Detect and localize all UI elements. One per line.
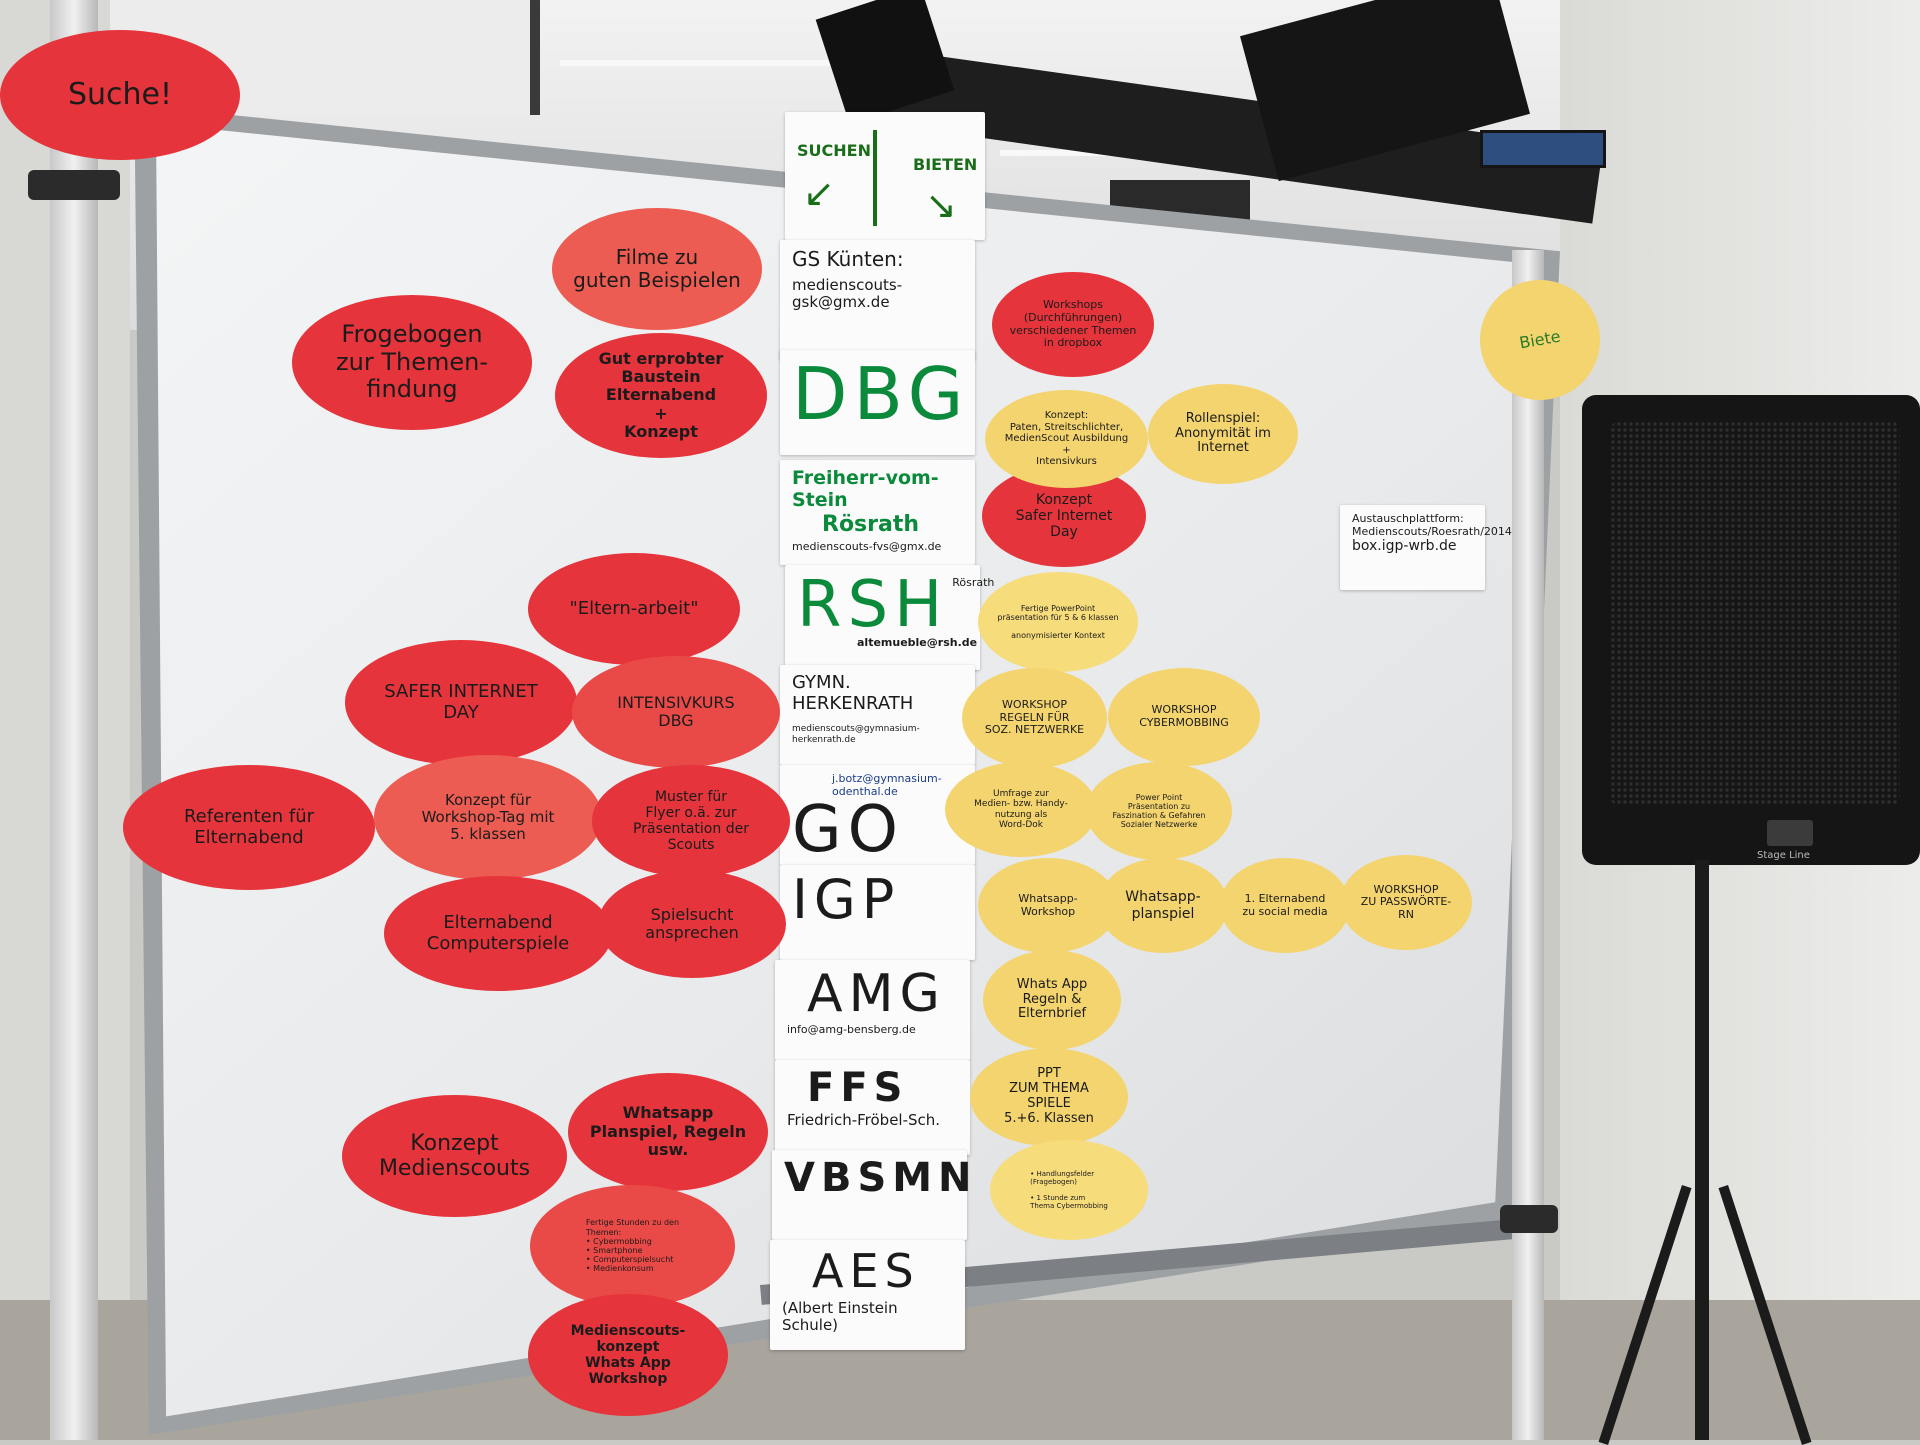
suche-note: Medienscouts- konzept Whats App Workshop (528, 1294, 728, 1416)
suche-note: Konzept für Workshop-Tag mit 5. klassen (374, 755, 602, 880)
dimmer-display (1480, 130, 1606, 168)
speaker-stand (1695, 860, 1709, 1440)
suche-note: Konzept Safer Internet Day (982, 465, 1146, 567)
speaker-logo (1767, 820, 1813, 846)
school-name: GO (792, 793, 904, 868)
suche-note: Frogebogen zur Themen- findung (292, 295, 532, 430)
biete-note: PPT ZUM THEMA SPIELE 5.+6. Klassen (970, 1048, 1128, 1146)
platform-url: box.igp-wrb.de (1352, 538, 1457, 555)
biete-note: Umfrage zur Medien- bzw. Handy- nutzung … (945, 762, 1097, 857)
school-card: Freiherr-vom-Stein Rösrath medienscouts-… (780, 460, 975, 565)
suche-note: Workshops (Durchführungen) verschiedener… (992, 272, 1154, 377)
speaker-grill (1610, 421, 1900, 806)
header-divider (873, 130, 877, 226)
suche-note: Spielsucht ansprechen (598, 870, 786, 978)
biete-note: Rollenspiel: Anonymität im Internet (1148, 384, 1298, 484)
school-card: IGP (780, 865, 975, 960)
header-card: SUCHEN BIETEN ↙ ↘ (785, 112, 985, 240)
biete-note: Whatsapp- planspiel (1098, 858, 1228, 953)
school-email: j.botz@gymnasium-odenthal.de (832, 772, 942, 798)
biete-note: • Handlungsfelder (Fragebogen) • 1 Stund… (990, 1140, 1148, 1240)
school-name-line2: Rösrath (822, 511, 920, 537)
suche-note: Whatsapp Planspiel, Regeln usw. (568, 1073, 768, 1191)
school-name: IGP (792, 868, 901, 931)
school-card: AMG info@amg-bensberg.de (775, 960, 970, 1060)
speaker-brand: Stage Line (1757, 850, 1810, 861)
school-name: GYMN. HERKENRATH (792, 672, 914, 714)
legend-suche-note: Suche! (0, 30, 240, 160)
suche-note: INTENSIVKURS DBG (572, 656, 780, 768)
suche-note: SAFER INTERNET DAY (345, 640, 577, 765)
biete-note: Fertige PowerPoint präsentation für 5 & … (978, 572, 1138, 672)
speaker: Stage Line (1582, 395, 1920, 865)
header-bieten: BIETEN (913, 155, 978, 174)
school-name: AES (812, 1244, 920, 1298)
suche-note: Gut erprobter Baustein Elternabend + Kon… (555, 333, 767, 458)
biete-note: Konzept: Paten, Streitschlichter, Medien… (985, 390, 1148, 488)
school-location: Rösrath (952, 576, 995, 589)
suche-note: Filme zu guten Beispielen (552, 208, 762, 330)
school-email: medienscouts-gsk@gmx.de (792, 276, 903, 312)
suche-note: Muster für Flyer o.ä. zur Präsentation d… (592, 765, 790, 877)
board-clamp (28, 170, 120, 200)
arrow-down-right-icon: ↘ (925, 183, 957, 227)
school-name: RSH (797, 568, 949, 642)
biete-note: WORKSHOP REGELN FÜR SOZ. NETZWERKE (962, 668, 1107, 768)
suche-note: Fertige Stunden zu den Themen: • Cybermo… (530, 1185, 735, 1307)
platform-card: Austauschplattform: Medienscouts/Roesrat… (1340, 505, 1512, 590)
suche-note: "Eltern-arbeit" (528, 553, 740, 665)
school-card: DBG (780, 350, 975, 455)
platform-path: Medienscouts/Roesrath/2014 (1352, 524, 1512, 538)
school-name: Freiherr-vom-Stein (792, 467, 939, 511)
suche-note: Referenten für Elternabend (123, 765, 375, 890)
school-card: FFS Friedrich-Fröbel-Sch. (775, 1060, 970, 1155)
school-card: VBSMN (772, 1150, 972, 1240)
platform-title: Austauschplattform: (1352, 512, 1464, 525)
whiteboard-stand-pole (1512, 250, 1544, 1440)
board-clamp (1500, 1205, 1558, 1233)
ceiling-grid-line (560, 60, 920, 66)
biete-note: Whatsapp- Workshop (978, 858, 1118, 953)
school-subtitle: Friedrich-Fröbel-Sch. (787, 1111, 941, 1129)
school-email: altemueble@rsh.de (857, 636, 978, 649)
school-name: AMG (807, 964, 946, 1024)
suche-note: Elternabend Computerspiele (384, 876, 612, 991)
biete-note: Power Point Präsentation zu Faszination … (1086, 762, 1232, 860)
school-name: DBG (792, 352, 970, 436)
school-card: AES (Albert Einstein Schule) (770, 1240, 965, 1350)
school-name: VBSMN (784, 1155, 978, 1201)
school-card: j.botz@gymnasium-odenthal.de GO (780, 765, 975, 865)
whiteboard-stand-pole (50, 0, 98, 1440)
biete-note: WORKSHOP ZU PASSWÖRTE- RN (1340, 855, 1472, 950)
suche-note: Konzept Medienscouts (342, 1095, 567, 1217)
header-suchen: SUCHEN (797, 141, 871, 160)
arrow-down-left-icon: ↙ (803, 171, 835, 215)
school-card: GYMN. HERKENRATH medienscouts@gymnasium-… (780, 665, 975, 765)
school-card: RSH Rösrath altemueble@rsh.de (785, 565, 994, 670)
biete-note: WORKSHOP CYBERMOBBING (1108, 668, 1260, 766)
biete-note: 1. Elternabend zu social media (1220, 858, 1350, 953)
school-email: medienscouts-fvs@gmx.de (792, 539, 942, 553)
school-email: info@amg-bensberg.de (787, 1023, 916, 1036)
biete-note: Whats App Regeln & Elternbrief (983, 950, 1121, 1050)
school-email: medienscouts@gymnasium-herkenrath.de (792, 724, 920, 745)
school-name: GS Künten: (792, 247, 904, 271)
school-card: GS Künten: medienscouts-gsk@gmx.de (780, 240, 975, 360)
school-subtitle: (Albert Einstein Schule) (782, 1299, 898, 1335)
school-name: FFS (807, 1065, 909, 1111)
